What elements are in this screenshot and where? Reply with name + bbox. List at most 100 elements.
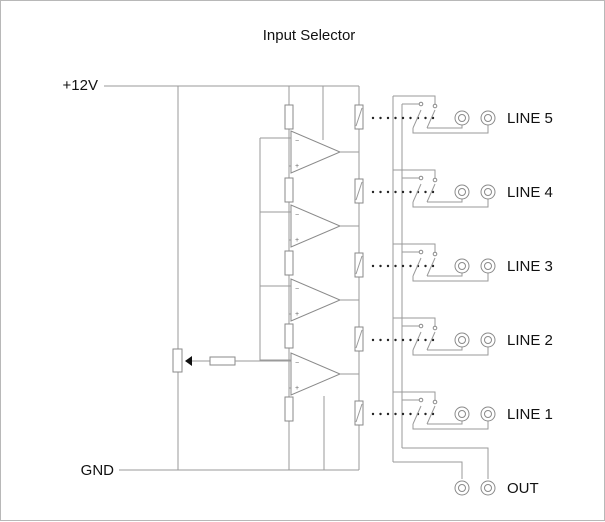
- mechanical-link-dot: [379, 264, 382, 268]
- channel-label: LINE 3: [507, 258, 553, 275]
- contact-terminal: [418, 101, 424, 107]
- mechanical-link-dot: [431, 190, 435, 194]
- comparator: −+: [260, 278, 359, 322]
- channel-label: LINE 4: [507, 184, 553, 201]
- mechanical-link-dot: [371, 338, 375, 342]
- mechanical-link-dot: [401, 264, 405, 268]
- contact-terminal: [432, 103, 438, 109]
- ladder-resistor: [284, 104, 294, 130]
- contact-terminal: [432, 325, 438, 331]
- opamp-minus: −: [295, 212, 299, 219]
- mechanical-link-dot: [371, 116, 375, 120]
- rca-jack-pin: [484, 336, 492, 344]
- ladder-resistor: [284, 323, 294, 349]
- relay-coil-slash: [355, 181, 363, 201]
- mechanical-link-dot: [431, 338, 435, 342]
- mechanical-link-dot: [394, 116, 397, 120]
- mechanical-link-dot: [386, 412, 390, 416]
- rca-jack-pin: [458, 114, 466, 122]
- mechanical-link-dot: [409, 338, 412, 342]
- output-label: OUT: [507, 480, 539, 497]
- switch-blade-a: [412, 109, 422, 129]
- opamp-minus: −: [295, 360, 299, 367]
- mechanical-link-dot: [379, 412, 382, 416]
- channel-label: LINE 1: [507, 406, 553, 423]
- dynamic-components: −+−+−+−+: [260, 95, 496, 496]
- mechanical-link-dot: [431, 264, 435, 268]
- rca-jack-pin: [458, 410, 466, 418]
- mechanical-link-dot: [431, 412, 435, 416]
- channel-line-4: [354, 169, 496, 208]
- switch-blade-b: [426, 257, 436, 277]
- channel-line-3: [354, 243, 496, 282]
- comparator: −+: [260, 204, 359, 248]
- opamp-plus: +: [295, 311, 299, 318]
- potentiometer: [172, 348, 183, 373]
- rca-jack-pin: [484, 262, 492, 270]
- pot-wiper-arrow-icon: [185, 356, 192, 366]
- mechanical-link-dot: [394, 338, 397, 342]
- contact-terminal: [418, 249, 424, 255]
- rca-jack-pin: [458, 188, 466, 196]
- switch-blade-a: [412, 183, 422, 203]
- switch-blade-a: [412, 257, 422, 277]
- contact-wire-b: [427, 346, 463, 351]
- contact-wire-a: [412, 420, 489, 430]
- contact-a-common: [393, 243, 436, 254]
- relay-coil-slash: [355, 255, 363, 275]
- mechanical-link-dot: [401, 116, 405, 120]
- switch-blade-b: [426, 405, 436, 425]
- mechanical-link-dot: [424, 190, 427, 194]
- switch-blade-b: [426, 331, 436, 351]
- opamp-symbol: [290, 278, 342, 322]
- opamp-symbol: [290, 130, 342, 174]
- mechanical-link-dot: [401, 338, 405, 342]
- mechanical-link-dot: [401, 412, 405, 416]
- mechanical-link-dot: [424, 264, 427, 268]
- opamp-symbol: [290, 204, 342, 248]
- opamp-plus: +: [295, 237, 299, 244]
- contact-a-common: [393, 391, 436, 402]
- ladder-resistor: [284, 177, 294, 203]
- ladder-resistor: [284, 396, 294, 422]
- contact-terminal: [432, 251, 438, 257]
- opamp-minus: −: [295, 286, 299, 293]
- comparator: −+: [260, 130, 359, 174]
- contact-a-common: [393, 95, 436, 106]
- channel-label: LINE 5: [507, 110, 553, 127]
- rca-jack-pin: [458, 262, 466, 270]
- comparator: −+: [260, 352, 359, 396]
- mechanical-link-dot: [409, 116, 412, 120]
- contact-wire-a: [412, 272, 489, 282]
- out-wire-a: [393, 461, 463, 479]
- opamp-minus: −: [295, 138, 299, 145]
- series-resistor: [209, 356, 236, 366]
- mechanical-link-dot: [424, 116, 427, 120]
- mechanical-link-dot: [394, 190, 397, 194]
- mechanical-link-dot: [386, 264, 390, 268]
- mechanical-link-dot: [409, 264, 412, 268]
- rca-jack-pin: [484, 114, 492, 122]
- mechanical-link-dot: [424, 338, 427, 342]
- channel-line-5: [354, 95, 496, 134]
- relay-coil-slash: [355, 107, 363, 127]
- switch-blade-b: [426, 183, 436, 203]
- contact-terminal: [418, 175, 424, 181]
- contact-terminal: [432, 177, 438, 183]
- rca-jack-pin: [484, 410, 492, 418]
- ladder-resistor: [284, 250, 294, 276]
- mechanical-link-dot: [371, 264, 375, 268]
- channel-line-2: [354, 317, 496, 356]
- contact-wire-b: [427, 198, 463, 203]
- channel-line-1: [354, 391, 496, 430]
- mechanical-link-dot: [394, 412, 397, 416]
- output-jack-pin: [458, 484, 466, 492]
- diagram-title: Input Selector: [263, 27, 356, 44]
- rail-label-12v: +12V: [63, 77, 98, 94]
- switch-blade-a: [412, 405, 422, 425]
- rail-label-gnd: GND: [81, 462, 115, 479]
- mechanical-link-dot: [394, 264, 397, 268]
